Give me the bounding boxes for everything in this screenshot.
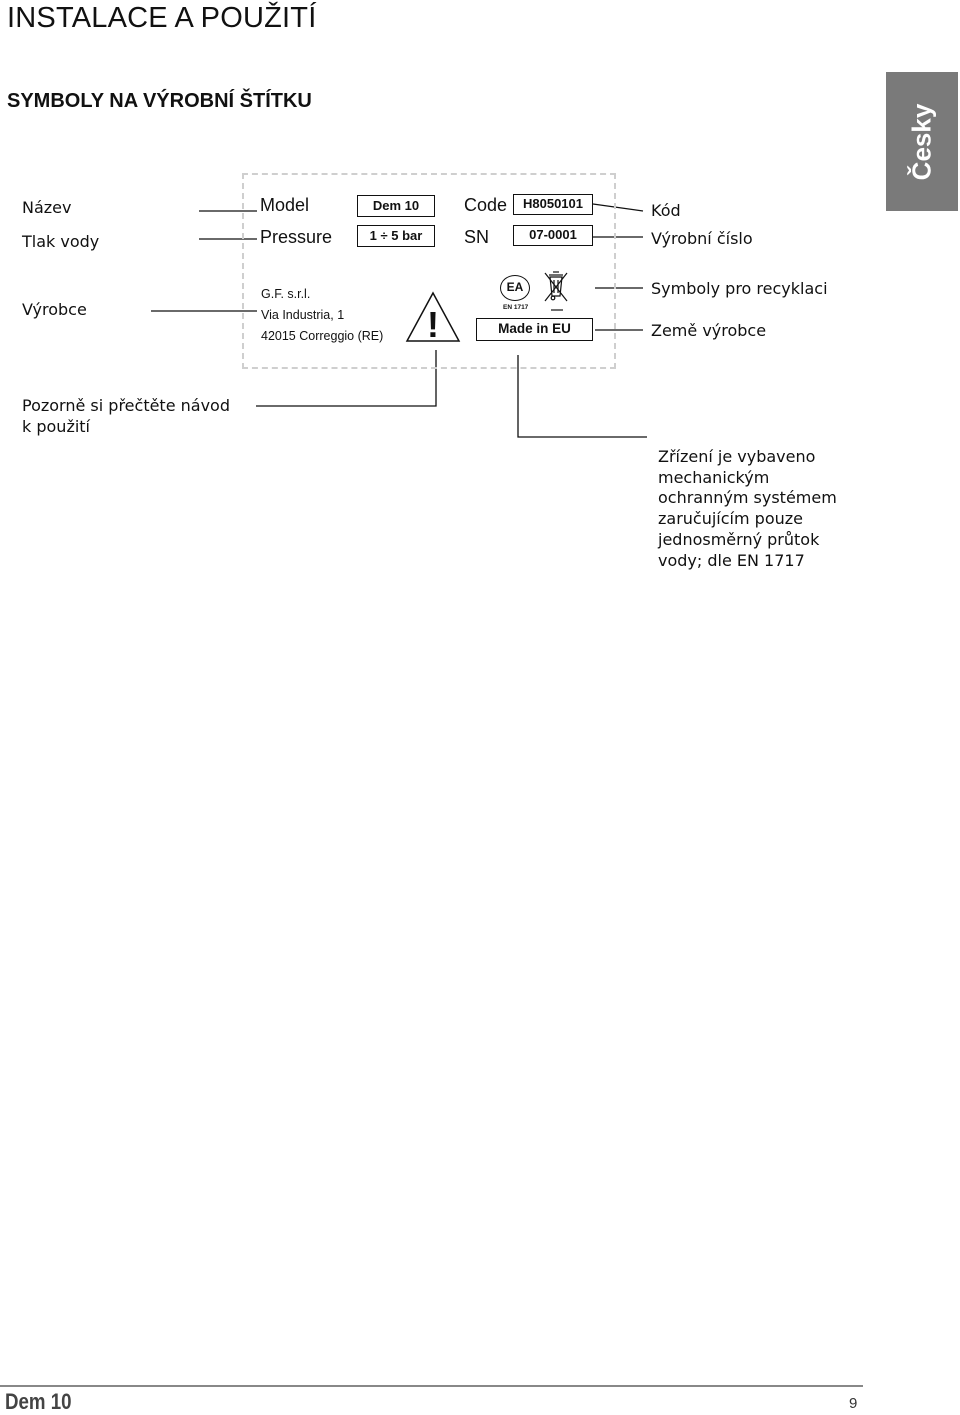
page-title: INSTALACE A POUŽITÍ — [7, 2, 317, 34]
backflow-line: zaručujícím pouze — [658, 509, 803, 529]
callout-read-manual-line2: k použití — [22, 416, 90, 436]
callout-read-manual: Pozorně si přečtěte návod k použití — [22, 396, 230, 437]
plate-manufacturer-name: G.F. s.r.l. — [261, 287, 311, 301]
leader-code — [592, 203, 644, 212]
plate-manufacturer-city: 42015 Correggio (RE) — [261, 329, 384, 343]
backflow-description: Zřízení je vybaveno mechanickým ochranný… — [658, 447, 878, 571]
plate-model-label: Model — [260, 195, 310, 215]
plate-manufacturer-street: Via Industria, 1 — [261, 308, 345, 322]
callout-recycling-symbols: Symboly pro recyklaci — [651, 279, 828, 298]
plate-sn-value: 07-0001 — [513, 225, 593, 246]
backflow-line: Zřízení je vybaveno — [658, 447, 816, 466]
callout-manufacturer: Výrobce — [22, 300, 87, 319]
callout-name: Název — [22, 198, 72, 217]
page-number: 9 — [849, 1395, 858, 1412]
plate-pressure-value: 1 ÷ 5 bar — [357, 225, 435, 247]
backflow-line: vody; dle EN 1717 — [658, 550, 805, 570]
plate-sn-label: SN — [464, 227, 490, 247]
callout-serial-number: Výrobní číslo — [651, 229, 753, 248]
plate-model-value: Dem 10 — [357, 195, 435, 217]
rating-plate — [242, 173, 616, 369]
plate-made-in: Made in EU — [476, 318, 593, 341]
warning-symbol: ! — [427, 304, 439, 344]
plate-pressure-label: Pressure — [260, 227, 333, 247]
crossed-bin-icon — [544, 271, 568, 311]
section-subtitle: SYMBOLY NA VÝROBNÍ ŠTÍTKU — [7, 90, 312, 112]
language-tab: Česky — [886, 72, 958, 211]
callout-code: Kód — [651, 201, 681, 220]
plate-code-label: Code — [464, 195, 508, 215]
leader-backflow — [517, 355, 647, 438]
ea-mark-icon: EA — [500, 275, 530, 301]
callout-read-manual-line1: Pozorně si přečtěte návod — [22, 396, 230, 415]
warning-triangle-icon: ! — [405, 291, 461, 344]
en-1717-mark: EN 1717 — [503, 304, 529, 311]
backflow-line: mechanickým — [658, 467, 770, 487]
plate-code-value: H8050101 — [513, 194, 593, 215]
footer-product-name: Dem 10 — [5, 1389, 72, 1414]
backflow-line: ochranným systémem — [658, 488, 837, 508]
backflow-line: jednosměrný průtok — [658, 529, 820, 549]
callout-water-pressure: Tlak vody — [22, 232, 100, 251]
callout-country-of-origin: Země výrobce — [651, 321, 767, 340]
